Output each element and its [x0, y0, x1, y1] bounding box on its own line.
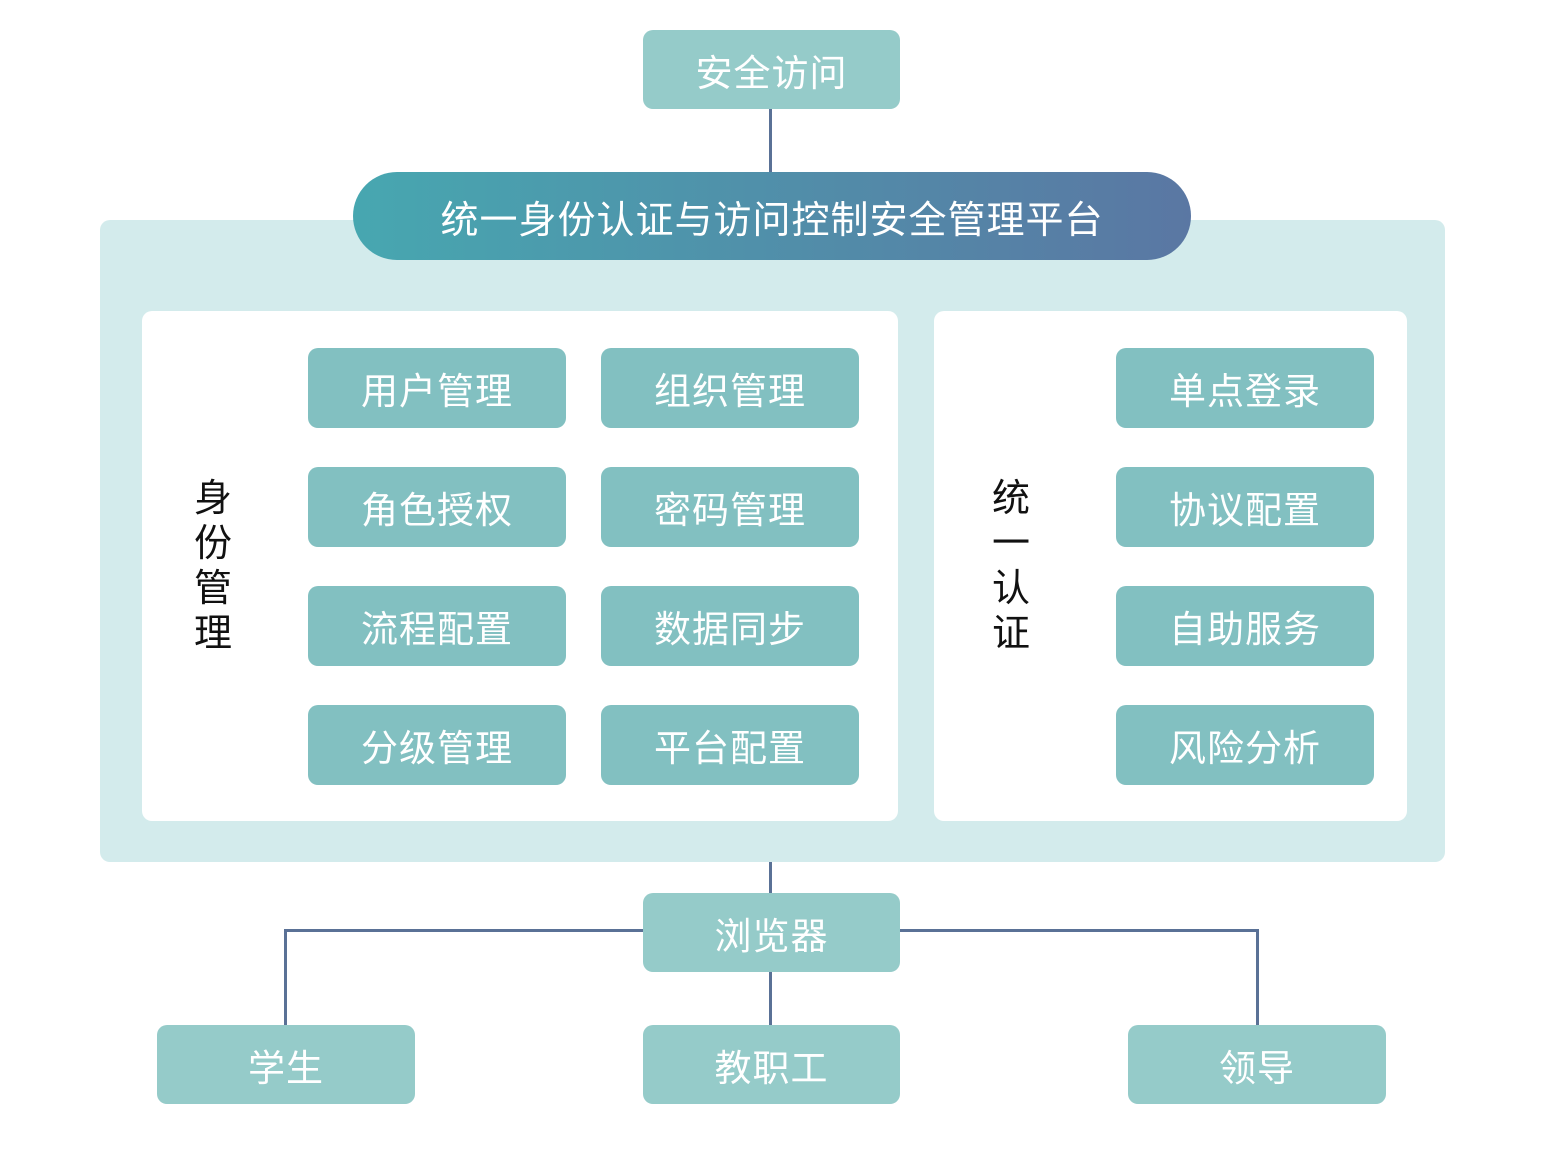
module-label: 风险分析 [1169, 727, 1321, 770]
module-user-management: 用户管理 [308, 348, 566, 428]
user-label: 教职工 [714, 1046, 829, 1090]
module-label: 组织管理 [654, 370, 806, 413]
platform-title-bar: 统一身份认证与访问控制安全管理平台 [353, 172, 1191, 260]
connector-panel-to-browser [769, 860, 772, 894]
user-label: 领导 [1219, 1046, 1295, 1090]
module-org-management: 组织管理 [601, 348, 859, 428]
module-tiered-management: 分级管理 [308, 705, 566, 785]
connector-top [769, 108, 772, 174]
module-label: 自助服务 [1169, 608, 1321, 651]
user-node-staff: 教职工 [643, 1025, 900, 1104]
module-label: 角色授权 [361, 489, 513, 532]
module-label: 数据同步 [654, 608, 806, 651]
browser-node: 浏览器 [643, 893, 900, 972]
module-label: 平台配置 [654, 727, 806, 770]
connector-drop-leader [1256, 929, 1259, 1026]
connector-browser-to-staff [769, 970, 772, 1026]
module-label: 分级管理 [361, 727, 513, 770]
connector-horizontal-right [898, 929, 1259, 932]
module-risk-analysis: 风险分析 [1116, 705, 1374, 785]
module-role-authorization: 角色授权 [308, 467, 566, 547]
secure-access-node: 安全访问 [643, 30, 900, 109]
user-node-leader: 领导 [1128, 1025, 1386, 1104]
connector-horizontal-left [284, 929, 644, 932]
module-protocol-config: 协议配置 [1116, 467, 1374, 547]
module-label: 密码管理 [654, 489, 806, 532]
connector-drop-student [284, 929, 287, 1026]
platform-title: 统一身份认证与访问控制安全管理平台 [440, 197, 1104, 242]
module-single-sign-on: 单点登录 [1116, 348, 1374, 428]
unified-auth-label: 统一认证 [991, 476, 1030, 655]
browser-label: 浏览器 [714, 914, 829, 958]
identity-management-label: 身份管理 [193, 476, 232, 655]
module-label: 流程配置 [361, 608, 513, 651]
module-platform-config: 平台配置 [601, 705, 859, 785]
module-workflow-config: 流程配置 [308, 586, 566, 666]
module-password-management: 密码管理 [601, 467, 859, 547]
module-data-sync: 数据同步 [601, 586, 859, 666]
module-self-service: 自助服务 [1116, 586, 1374, 666]
secure-access-label: 安全访问 [695, 51, 848, 95]
module-label: 单点登录 [1169, 370, 1321, 413]
user-label: 学生 [248, 1046, 324, 1090]
module-label: 协议配置 [1169, 489, 1321, 532]
user-node-student: 学生 [157, 1025, 415, 1104]
module-label: 用户管理 [361, 370, 513, 413]
